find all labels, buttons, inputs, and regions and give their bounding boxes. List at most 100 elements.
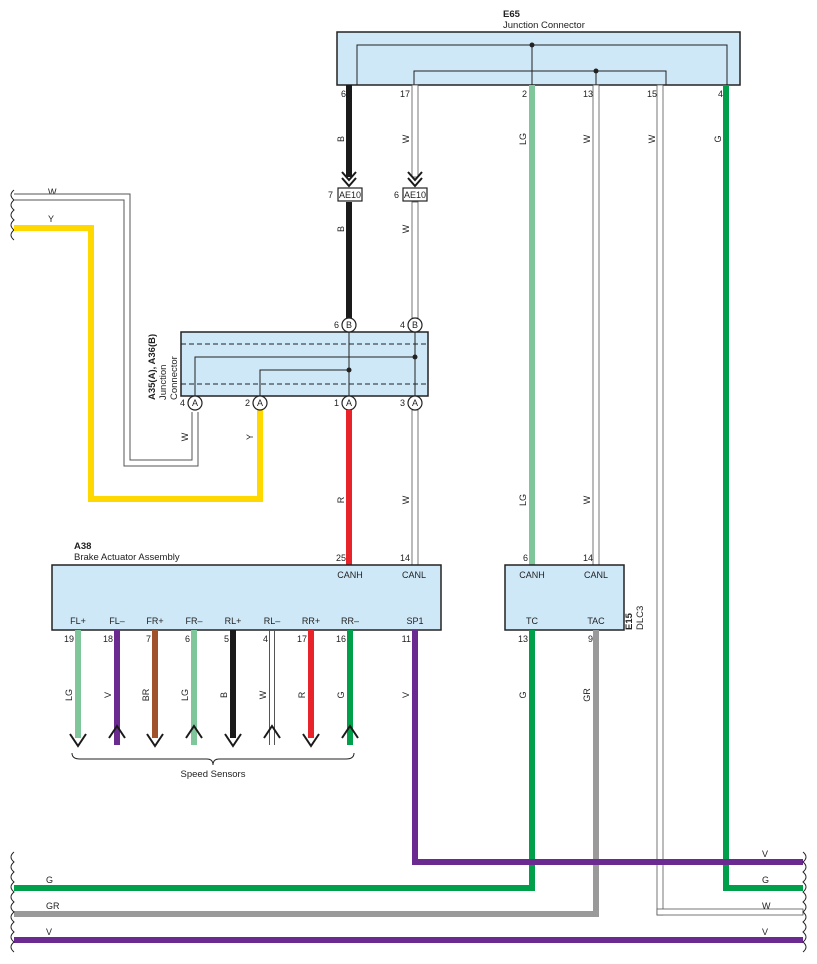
e65-inner-bus-2 bbox=[413, 70, 667, 86]
a35-internal-bus bbox=[259, 332, 350, 396]
a36-pin-circle bbox=[407, 317, 423, 333]
e65-pin: 2 bbox=[522, 89, 527, 99]
wire-color-label: V bbox=[762, 927, 768, 937]
a38-top-pin-num: 25 bbox=[336, 553, 346, 563]
wire-segment bbox=[14, 193, 199, 467]
wire-color-label: W bbox=[762, 901, 771, 911]
wire-color-label: V bbox=[762, 849, 768, 859]
wire-color-label: V bbox=[46, 927, 52, 937]
connector-chevron-icon bbox=[407, 177, 423, 188]
left-input-wires: W Y W Y bbox=[10, 187, 263, 502]
wire-b-black: B B bbox=[336, 85, 357, 320]
a38-box bbox=[51, 564, 442, 631]
a35-pin-conn: A bbox=[346, 398, 352, 408]
wire-lg-canh-dlc3: LG LG bbox=[518, 85, 535, 565]
e65-splice-dot bbox=[593, 68, 599, 74]
arrow-down-icon bbox=[69, 733, 87, 748]
a38-pin-num: 18 bbox=[103, 634, 113, 644]
wire-segment bbox=[412, 630, 803, 865]
wire-color-label: W bbox=[401, 134, 411, 143]
a38-pin-num: 7 bbox=[146, 634, 151, 644]
wire-color-label: W bbox=[48, 187, 57, 197]
a35-pin-num: 3 bbox=[400, 398, 405, 408]
wire-segment bbox=[14, 225, 263, 502]
a38-signal: FR– bbox=[185, 616, 202, 626]
a38-pin-num: 17 bbox=[297, 634, 307, 644]
wire-color-label: G bbox=[46, 875, 53, 885]
a35-id: A35(A), A36(B) bbox=[147, 334, 158, 400]
wire-color-label: G bbox=[336, 691, 346, 698]
wire-v-sp1: V bbox=[401, 630, 803, 865]
connector-chevron-icon bbox=[341, 171, 357, 182]
e65-pin: 6 bbox=[341, 89, 346, 99]
wire-color-label: LG bbox=[518, 494, 528, 506]
a38-pin-num: 4 bbox=[263, 634, 268, 644]
a38-signal: CANH bbox=[337, 570, 363, 580]
a35-pin-circle bbox=[407, 395, 423, 411]
a38-signal: RL– bbox=[264, 616, 281, 626]
wire-w-canl-dlc3: W W bbox=[582, 84, 600, 566]
a35-a36-junction-connector: A35(A), A36(B) Junction Connector B 6 B … bbox=[147, 317, 429, 411]
a38-id: A38 bbox=[74, 541, 91, 552]
e65-splice-dot bbox=[529, 42, 535, 48]
speed-sensors-bracket bbox=[71, 752, 355, 766]
wire-break-icon bbox=[10, 851, 15, 953]
a38-signal: FR+ bbox=[146, 616, 163, 626]
a35-pin-conn: A bbox=[192, 398, 198, 408]
e15-dlc3: 6 14 CANH CANL TC TAC 13 9 E15 DLC3 bbox=[504, 553, 646, 644]
e15-top-pin-num: 6 bbox=[523, 553, 528, 563]
wire-color-label: W bbox=[582, 134, 592, 143]
wire-color-label: B bbox=[219, 692, 229, 698]
speed-sensors-label: Speed Sensors bbox=[181, 769, 246, 780]
wire-color-label: G bbox=[713, 135, 723, 142]
e65-name: Junction Connector bbox=[503, 20, 585, 31]
a38-pin-num: 6 bbox=[185, 634, 190, 644]
a38-pin-num: 16 bbox=[336, 634, 346, 644]
wire-color-label: BR bbox=[141, 688, 151, 701]
a35-name: Connector bbox=[169, 356, 180, 400]
wire-color-label: W bbox=[180, 432, 190, 441]
wire-color-label: R bbox=[336, 496, 346, 503]
arrow-up-icon bbox=[263, 724, 281, 739]
a36-pin-conn: B bbox=[412, 320, 418, 330]
wire-color-label: Y bbox=[48, 214, 54, 224]
e65-id: E65 bbox=[503, 9, 521, 20]
connector-chevron-icon bbox=[407, 171, 423, 182]
wire-color-label: Y bbox=[245, 434, 255, 440]
wire-break-icon bbox=[802, 851, 807, 953]
a38-signal: FL+ bbox=[70, 616, 86, 626]
arrow-down-icon bbox=[146, 733, 164, 748]
ae10-tag-right bbox=[402, 187, 428, 202]
ae10-tag-left bbox=[337, 187, 363, 202]
wire-segment bbox=[411, 201, 419, 319]
wire-color-label: V bbox=[103, 692, 113, 698]
e15-signal: TAC bbox=[587, 616, 605, 626]
wire-break-marks bbox=[10, 851, 807, 953]
ae10-label: AE10 bbox=[339, 190, 361, 200]
wire-break-icon bbox=[10, 189, 15, 241]
ae10-pin: 7 bbox=[328, 190, 333, 200]
a38-signal: CANL bbox=[402, 570, 426, 580]
wire-color-label: GR bbox=[582, 688, 592, 702]
wire-color-label: LG bbox=[518, 133, 528, 145]
a35-pin-num: 2 bbox=[245, 398, 250, 408]
arrow-up-icon bbox=[341, 724, 359, 739]
e15-id: E15 bbox=[624, 612, 635, 630]
ae10-connector: AE10 7 AE10 6 bbox=[328, 187, 428, 202]
a38-bottom-pins: FL+19LGFL–18VFR+7BRFR–6LGRL+5BRL–4WRR+17… bbox=[64, 616, 424, 748]
arrow-up-icon bbox=[185, 724, 203, 739]
a38-pin-num: 11 bbox=[402, 634, 411, 644]
wire-segment bbox=[14, 630, 535, 891]
a36-pin-num: 4 bbox=[400, 320, 405, 330]
wire-segment bbox=[592, 84, 600, 566]
wire-color-label: W bbox=[401, 224, 411, 233]
wire-segment bbox=[14, 630, 599, 917]
wire-color-label: W bbox=[258, 690, 268, 699]
wire-color-label: V bbox=[401, 692, 411, 698]
wire-color-label: R bbox=[297, 691, 307, 698]
ae10-label: AE10 bbox=[404, 190, 426, 200]
wire-color-label: LG bbox=[180, 689, 190, 701]
wire-color-label: G bbox=[518, 691, 528, 698]
a36-pin-conn: B bbox=[346, 320, 352, 330]
